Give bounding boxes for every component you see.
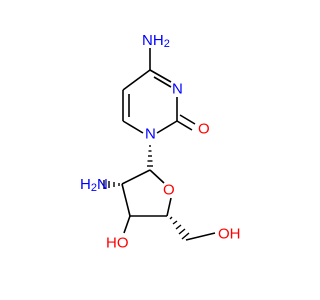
atom-n-bottom: N <box>145 126 156 143</box>
bond-c4-n3 <box>149 69 172 83</box>
hashed-bond-n1-c1prime <box>147 145 153 167</box>
atom-nh2-top: NH2 <box>142 32 170 51</box>
bond-c1-o <box>149 169 165 184</box>
hashed-bond-c4-c5 <box>169 216 190 240</box>
bond-c2-o-double <box>179 114 196 125</box>
bond-c2-n1 <box>156 120 178 134</box>
bond-c3-oh <box>123 215 131 234</box>
atom-nh2-left: H2N <box>80 176 108 195</box>
bond-c5-oh <box>185 232 216 241</box>
hashed-bond-c2-nh2 <box>103 180 120 189</box>
bond-c3-c2 <box>121 183 131 217</box>
molecule-structure: NH2 N N O H2N O HO OH <box>80 32 241 252</box>
atom-ho-left: HO <box>106 235 129 252</box>
sugar-ring <box>121 169 172 217</box>
bond-o-c4 <box>166 197 172 217</box>
bond-c4-n3-double <box>153 76 172 88</box>
pyrimidine-ring <box>122 69 178 134</box>
atom-n-right: N <box>172 81 183 98</box>
bond-c2-c1 <box>121 169 151 185</box>
bond-c2-o <box>176 120 193 131</box>
atom-o-ring: O <box>163 182 175 199</box>
atom-oh-right: OH <box>218 226 241 243</box>
bond-c5-c4 <box>122 69 151 91</box>
atom-o-carbonyl: O <box>198 121 210 138</box>
bond-n1-c6 <box>122 120 144 134</box>
